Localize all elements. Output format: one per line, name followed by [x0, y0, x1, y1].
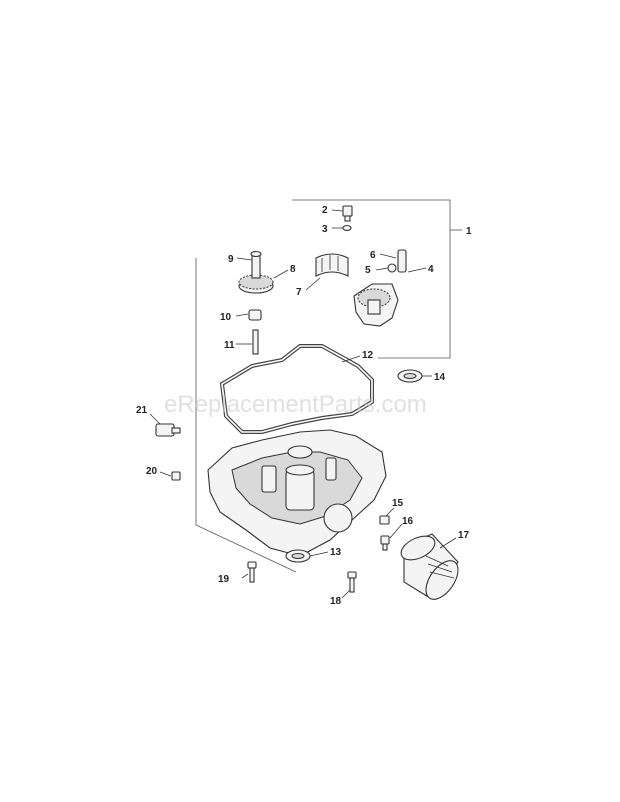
callout-9: 9 [228, 254, 234, 265]
gasket [219, 344, 374, 434]
callout-10: 10 [220, 312, 232, 323]
oil-sensor [155, 423, 181, 437]
callout-16: 16 [402, 516, 414, 527]
watermark-text: eReplacementParts.com [164, 391, 427, 418]
seal-ring [397, 369, 423, 383]
pipe-plug [171, 471, 181, 481]
callout-19: 19 [218, 574, 230, 585]
callout-14: 14 [434, 372, 446, 383]
callout-7: 7 [296, 287, 302, 298]
callout-2: 2 [322, 205, 328, 216]
bolt-19 [247, 561, 257, 583]
callout-17: 17 [458, 530, 470, 541]
bolt-18 [347, 571, 357, 593]
callout-3: 3 [322, 224, 328, 235]
callout-4: 4 [428, 264, 434, 275]
callout-13: 13 [330, 547, 342, 558]
callout-18: 18 [330, 596, 342, 607]
callout-11: 11 [224, 340, 235, 351]
gear-assembly [238, 250, 274, 294]
callout-21: 21 [136, 405, 148, 416]
oil-filter [400, 533, 459, 600]
pin [252, 329, 259, 355]
bolt-16 [380, 535, 390, 551]
oil-seal [285, 549, 311, 563]
assembly-frame [195, 199, 462, 573]
callout-6: 6 [370, 250, 376, 261]
callout-8: 8 [290, 264, 296, 275]
callout-20: 20 [146, 466, 158, 477]
callout-12: 12 [362, 350, 374, 361]
washer [248, 309, 262, 321]
bolt-15 [379, 515, 390, 525]
oil-pump-assembly [353, 249, 407, 327]
callout-5: 5 [365, 265, 371, 276]
callout-1: 1 [466, 226, 472, 237]
leader-lines [149, 209, 457, 599]
callout-15: 15 [392, 498, 404, 509]
oil-pan-housing [207, 429, 387, 557]
bushing [315, 253, 349, 277]
breather-plug [342, 205, 353, 222]
o-ring-small [342, 224, 352, 232]
